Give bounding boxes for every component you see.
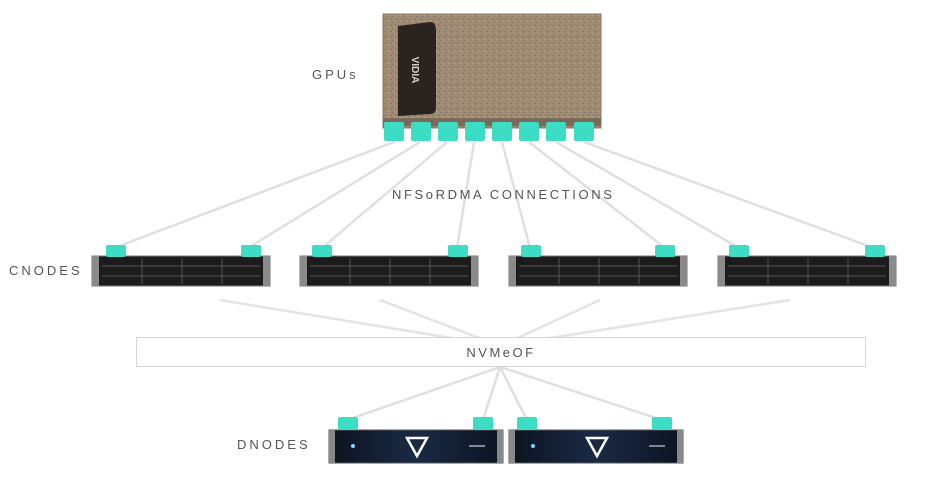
cnode-port — [106, 245, 126, 257]
dnode-port — [517, 417, 537, 430]
gpu-port — [411, 122, 431, 141]
dnode-port — [338, 417, 358, 430]
connection-line — [528, 141, 666, 249]
cnodes-label: CNODES — [9, 263, 83, 278]
connection-line — [455, 141, 476, 249]
gpu-port — [546, 122, 566, 141]
cnode-port — [865, 245, 885, 257]
dnode-port — [473, 417, 493, 430]
nfsordma-connection-lines — [113, 140, 875, 250]
vast-logo-icon — [404, 436, 430, 459]
connection-line — [113, 140, 395, 250]
connection-line — [481, 366, 502, 421]
cnode-port — [448, 245, 468, 257]
cnode-server — [91, 245, 271, 287]
gpu-port — [492, 122, 512, 141]
connection-line — [498, 366, 529, 421]
vast-logo-icon — [584, 436, 610, 459]
cnode-server — [717, 245, 897, 287]
dnode-enclosure — [508, 417, 684, 464]
gpu-port — [384, 122, 404, 141]
cnode-server — [299, 245, 479, 287]
gpu-port — [519, 122, 539, 141]
cnode-chassis — [717, 255, 897, 287]
dnode-status-light — [351, 444, 355, 448]
gpus-label: GPUs — [312, 67, 359, 82]
dnode-enclosure — [328, 417, 504, 464]
cnode-port — [312, 245, 332, 257]
cnode-port — [655, 245, 675, 257]
nvmeof-label: NVMeOF — [466, 345, 536, 360]
connection-line — [247, 140, 421, 250]
dnode-connection-lines — [346, 365, 663, 422]
dnode-port — [652, 417, 672, 430]
gpu-brand-panel — [398, 22, 436, 116]
connection-line — [500, 141, 532, 249]
cnode-server — [508, 245, 688, 287]
dnode-status-light — [531, 444, 535, 448]
gpu-port — [574, 122, 594, 141]
connection-line — [346, 365, 501, 422]
gpu-server: VIDIA — [382, 13, 602, 129]
nfsordma-connections-label: NFSoRDMA CONNECTIONS — [392, 187, 615, 202]
nvmeof-fabric-box: NVMeOF — [136, 337, 866, 367]
cnode-chassis — [91, 255, 271, 287]
cnode-chassis — [299, 255, 479, 287]
dnodes-label: DNODES — [237, 437, 311, 452]
gpu-brand-text: VIDIA — [409, 57, 420, 84]
gpu-port — [465, 122, 485, 141]
cnode-port — [521, 245, 541, 257]
connection-line — [321, 141, 448, 249]
connection-line — [499, 365, 663, 422]
gpu-port — [438, 122, 458, 141]
cnode-chassis — [508, 255, 688, 287]
cnode-port — [729, 245, 749, 257]
cnode-port — [241, 245, 261, 257]
connection-line — [555, 140, 740, 250]
connection-line — [583, 140, 875, 250]
gpu-ports — [384, 122, 594, 141]
